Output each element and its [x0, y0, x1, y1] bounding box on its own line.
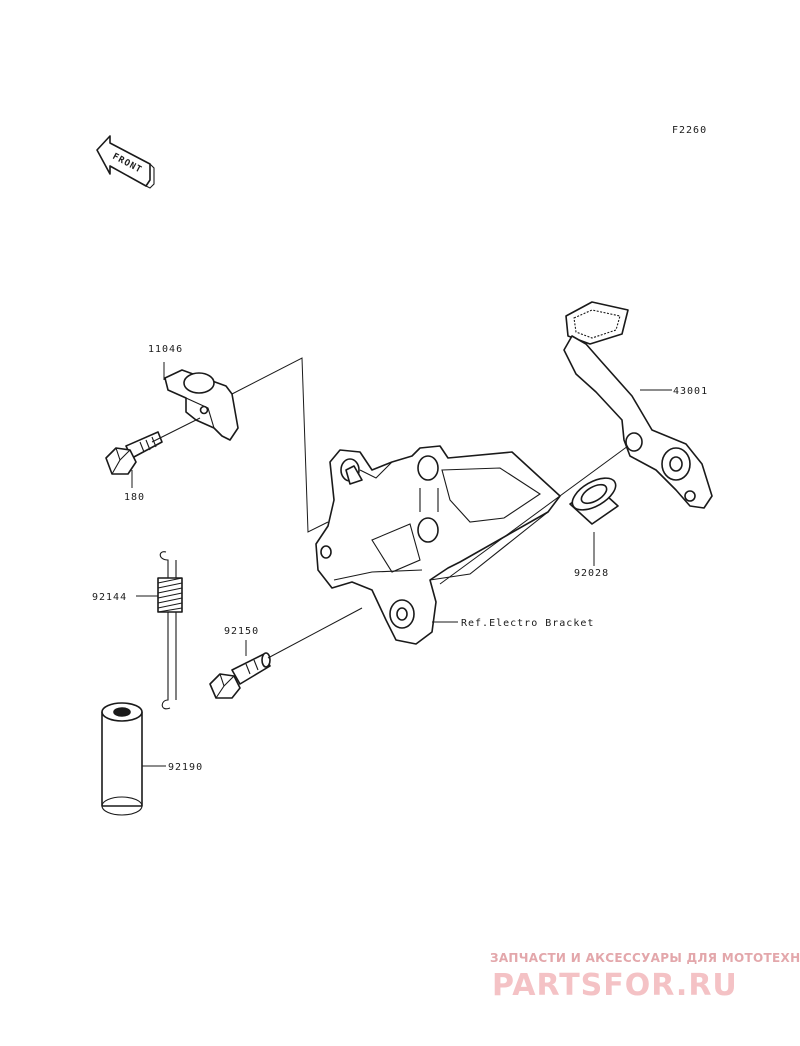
brake-pedal-43001	[563, 301, 713, 509]
label-180: 180	[124, 492, 145, 503]
leader-lines	[131, 357, 672, 767]
watermark-logo: PARTSFOR.RU	[492, 968, 738, 1003]
front-arrow-icon: FRONT	[96, 135, 155, 189]
bolt-92150	[209, 652, 271, 699]
label-92150: 92150	[224, 626, 259, 637]
figure-code: F2260	[672, 125, 707, 136]
footrest-bracket	[315, 445, 561, 645]
label-ref-electro-bracket: Ref.Electro Bracket	[461, 618, 594, 629]
collar-92190	[101, 702, 143, 816]
label-92028: 92028	[574, 568, 609, 579]
bush-92028	[569, 477, 619, 525]
label-92190: 92190	[168, 762, 203, 773]
spring-92144	[157, 551, 183, 710]
label-92144: 92144	[92, 592, 127, 603]
label-11046: 11046	[148, 344, 183, 355]
watermark-tagline: ЗАПЧАСТИ И АКСЕССУАРЫ ДЛЯ МОТОТЕХНИКИ	[490, 951, 800, 965]
watermark: ЗАПЧАСТИ И АКСЕССУАРЫ ДЛЯ МОТОТЕХНИКИ PA…	[490, 951, 800, 1003]
bolt-180	[105, 431, 163, 475]
clamp-bracket-11046	[164, 369, 239, 441]
label-43001: 43001	[673, 386, 708, 397]
